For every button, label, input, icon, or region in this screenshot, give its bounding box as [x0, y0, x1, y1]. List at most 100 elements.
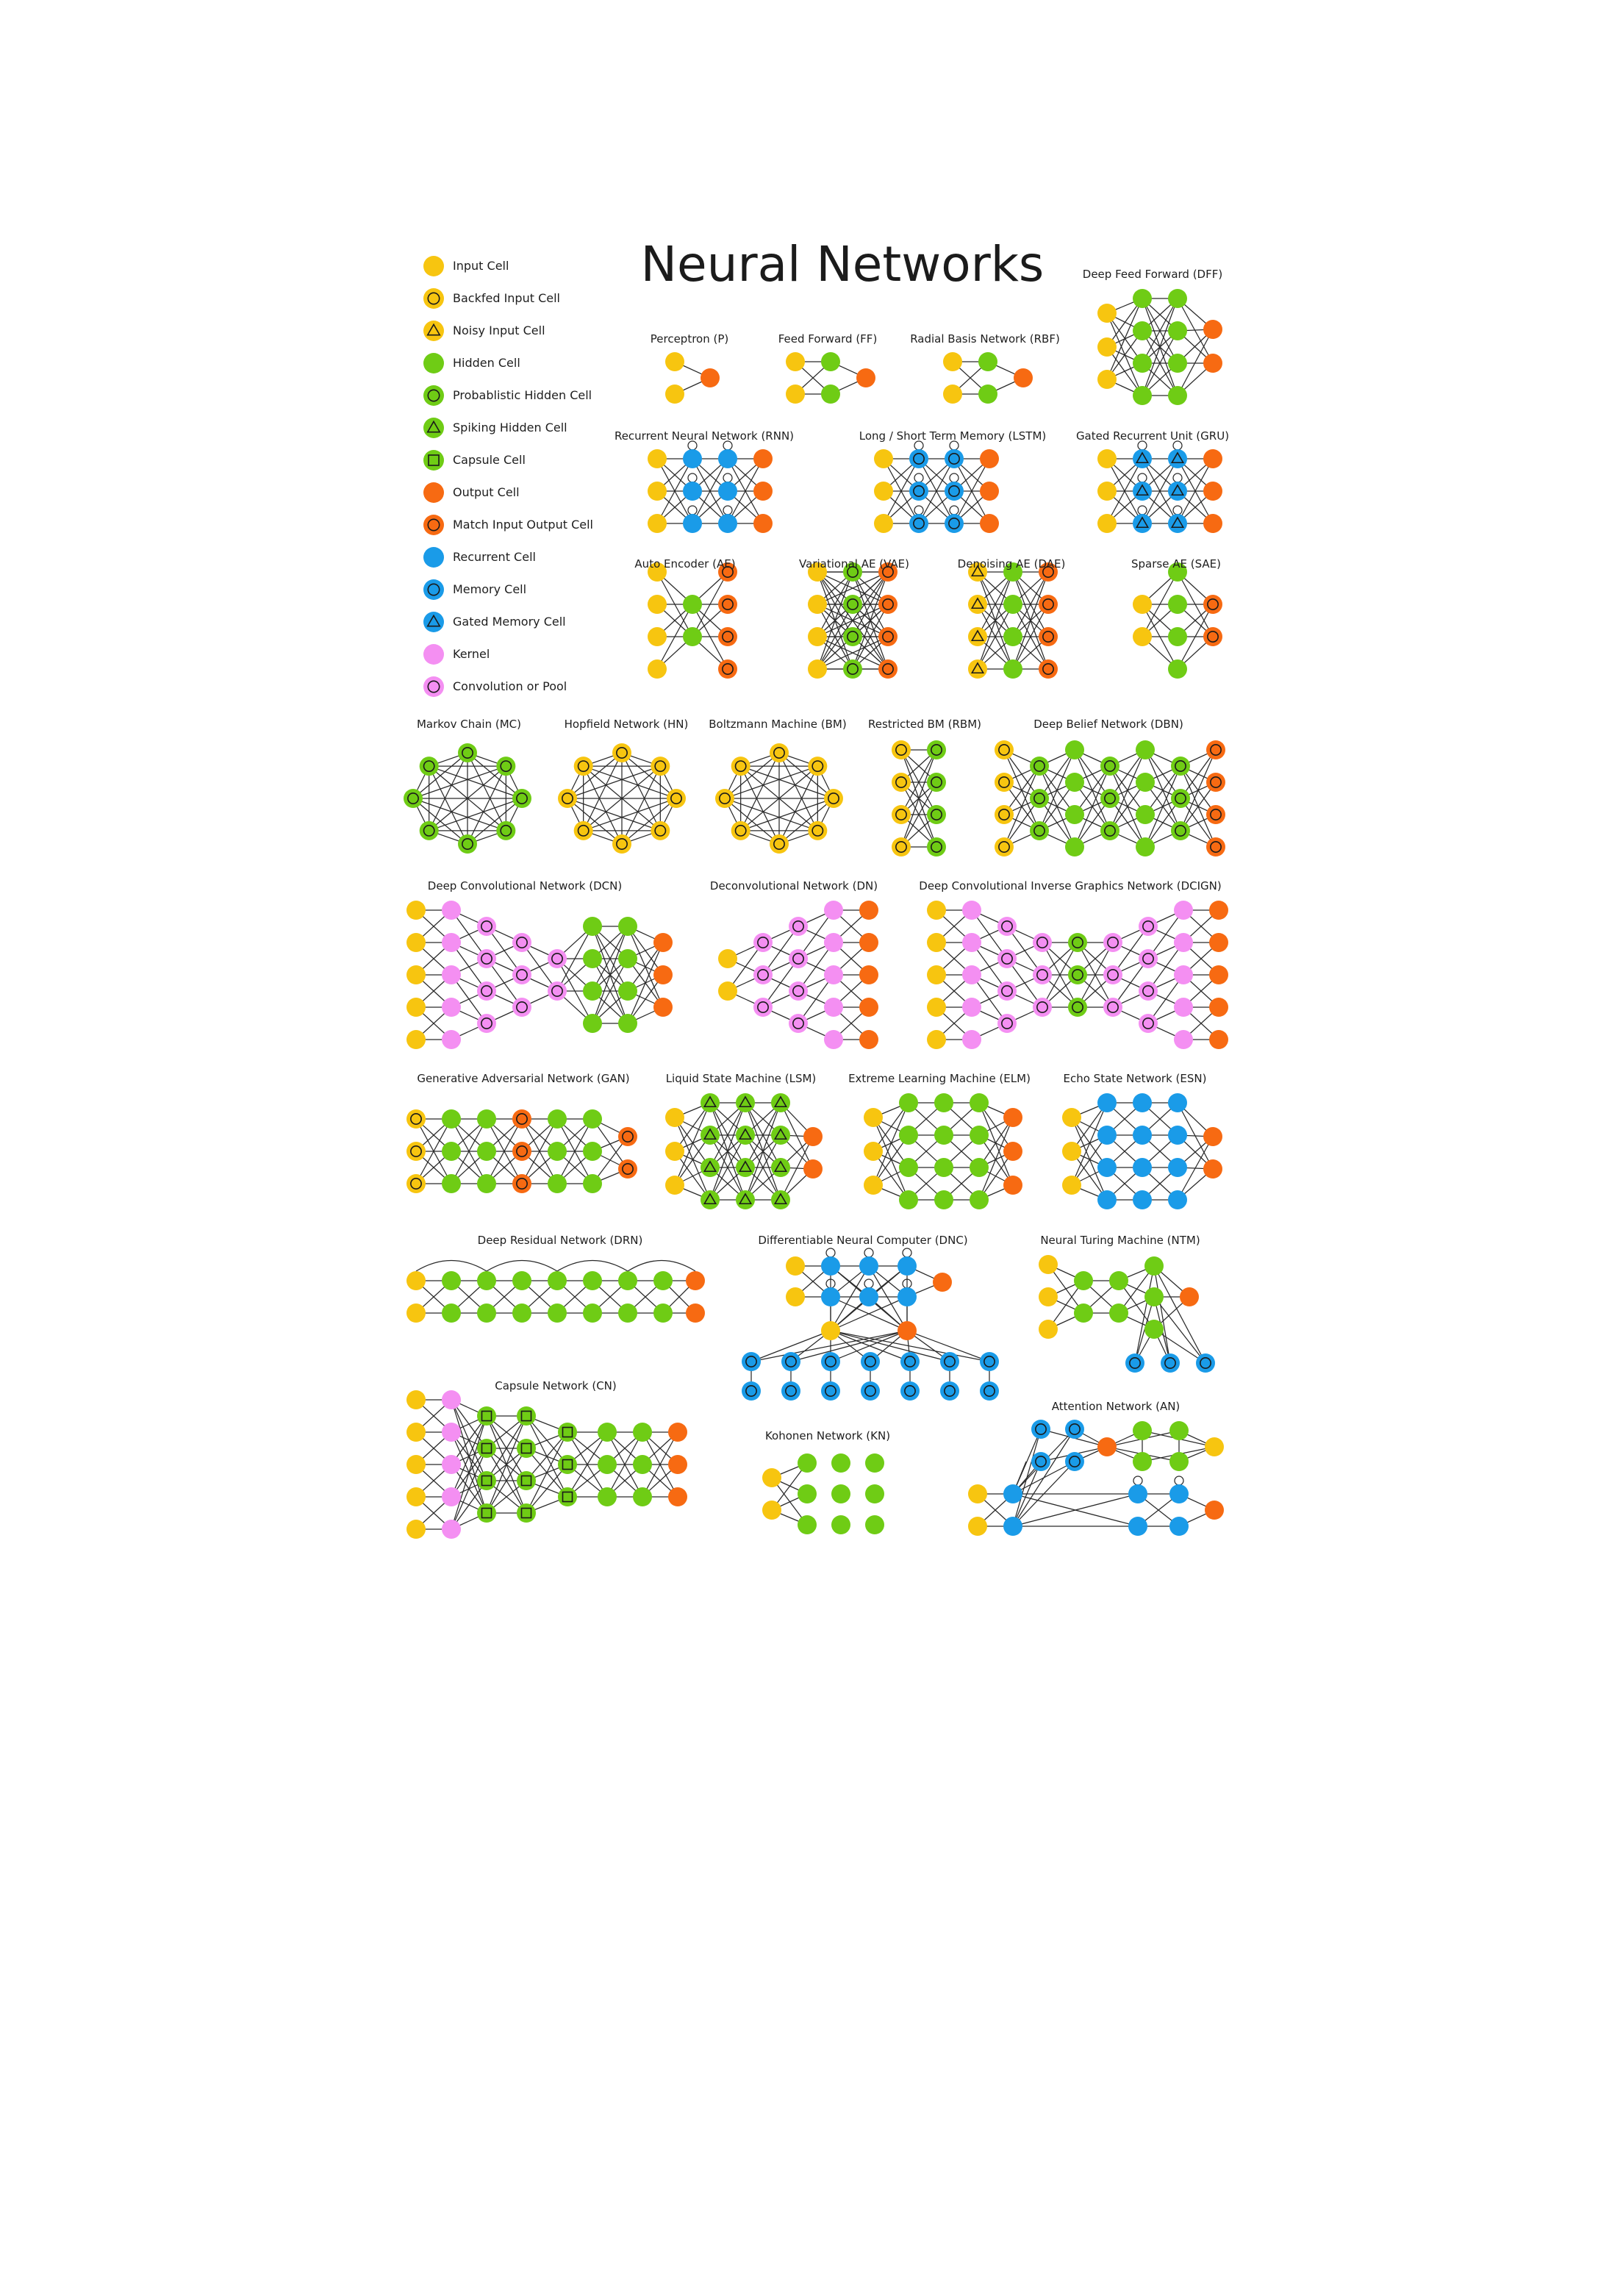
- hidden-cell: [1169, 1452, 1189, 1471]
- recurrent-cell: [1169, 1517, 1189, 1536]
- output-cell: [423, 482, 444, 503]
- recurrent-tri-cell: [1133, 449, 1152, 468]
- hidden-cell: [1133, 1452, 1152, 1471]
- output-ring-cell: [1039, 627, 1058, 646]
- output-ring-cell: [1206, 837, 1225, 856]
- connection: [451, 1415, 487, 1465]
- legend-item: Kernel: [423, 644, 490, 665]
- network-title: Boltzmann Machine (BM): [709, 718, 846, 731]
- hidden-ring-cell: [458, 834, 477, 854]
- connection: [486, 1415, 527, 1481]
- self-loop: [1137, 473, 1147, 483]
- network-title: Extreme Learning Machine (ELM): [848, 1072, 1031, 1085]
- connection: [900, 749, 937, 815]
- input-cell: [864, 1176, 883, 1195]
- hidden-cell: [653, 1271, 673, 1290]
- hidden-cell: [821, 352, 840, 371]
- hidden-cell: [477, 1174, 496, 1193]
- connection: [740, 765, 818, 832]
- hidden-ring-cell: [404, 789, 423, 808]
- connection: [830, 1265, 870, 1331]
- input-cell: [808, 595, 827, 614]
- connection: [592, 1136, 628, 1184]
- recurrent-ring-cell: [909, 514, 928, 533]
- connection: [709, 1102, 746, 1201]
- kernel-ring-cell: [548, 981, 567, 1001]
- hidden-tri-cell: [771, 1126, 790, 1145]
- connection: [771, 1477, 808, 1526]
- connections: [977, 1428, 1215, 1527]
- output-cell: [1003, 1176, 1022, 1195]
- connection: [798, 974, 834, 1024]
- recurrent-tri-cell: [1168, 482, 1187, 501]
- output-cell: [1209, 1030, 1228, 1049]
- recurrent-cell: [683, 514, 702, 533]
- hidden-cell: [865, 1515, 884, 1534]
- network-title: Generative Adversarial Network (GAN): [417, 1072, 629, 1085]
- recurrent-ring-cell: [1161, 1353, 1180, 1373]
- connection: [526, 1464, 568, 1514]
- connection: [883, 458, 920, 524]
- input-cell: [762, 1468, 781, 1487]
- connection: [592, 926, 628, 992]
- legend-item: Output Cell: [423, 482, 520, 503]
- kernel-ring-cell: [789, 949, 808, 968]
- input-ring-cell: [995, 805, 1014, 824]
- kernel-cell: [962, 933, 981, 952]
- output-ring-cell: [1206, 773, 1225, 792]
- hidden-cell: [1168, 562, 1187, 582]
- hidden-tri-cell: [736, 1126, 755, 1145]
- legend-item: Recurrent Cell: [423, 547, 536, 568]
- connection: [1112, 958, 1149, 1008]
- connection: [627, 942, 664, 992]
- connection: [674, 1134, 711, 1186]
- input-ring-cell: [423, 288, 444, 309]
- recurrent-tri-cell: [1168, 449, 1187, 468]
- network-dff: Deep Feed Forward (DFF): [1083, 268, 1222, 405]
- kernel-cell: [1174, 1030, 1193, 1049]
- connection: [830, 1330, 990, 1362]
- network-esn: Echo State Network (ESN): [1062, 1072, 1222, 1209]
- hidden-ring-cell: [843, 562, 862, 582]
- input-cell: [665, 385, 684, 404]
- recurrent-ring-cell: [980, 1381, 999, 1401]
- output-cell: [859, 901, 878, 920]
- network-diagrams: Perceptron (P)Feed Forward (FF)Radial Ba…: [404, 268, 1229, 1539]
- connection: [1003, 798, 1040, 848]
- recurrent-cell: [898, 1256, 917, 1276]
- recurrent-cell: [1168, 1126, 1187, 1145]
- connection: [583, 765, 677, 799]
- connection: [674, 1117, 711, 1201]
- connection: [556, 926, 593, 992]
- self-loop: [723, 505, 733, 515]
- connection: [900, 749, 937, 848]
- input-cell: [648, 449, 667, 468]
- recurrent-ring-cell: [900, 1381, 920, 1401]
- connection: [977, 571, 1014, 637]
- hidden-cell: [899, 1190, 918, 1209]
- output-cell: [1209, 998, 1228, 1017]
- hidden-cell: [477, 1271, 496, 1290]
- output-ring-cell: [618, 1127, 637, 1146]
- output-cell: [1180, 1287, 1199, 1306]
- kernel-ring-cell: [512, 998, 531, 1017]
- output-cell: [1003, 1142, 1022, 1161]
- kernel-cell: [962, 998, 981, 1017]
- recurrent-cell: [1128, 1484, 1147, 1503]
- hidden-cell: [978, 352, 997, 371]
- connection: [692, 458, 728, 524]
- hidden-square-cell: [558, 1423, 577, 1442]
- output-cell: [803, 1127, 823, 1146]
- connection: [1177, 1136, 1214, 1201]
- connection: [780, 1136, 814, 1201]
- recurrent-cell: [1133, 1190, 1152, 1209]
- connection: [486, 1118, 523, 1184]
- connection: [1147, 942, 1184, 992]
- input-tri-cell: [968, 627, 987, 646]
- connection: [873, 1102, 909, 1186]
- hidden-cell: [548, 1109, 567, 1129]
- hidden-cell: [618, 1014, 637, 1033]
- connection: [978, 1151, 1014, 1201]
- hidden-cell: [477, 1303, 496, 1323]
- input-ring-cell: [651, 820, 670, 840]
